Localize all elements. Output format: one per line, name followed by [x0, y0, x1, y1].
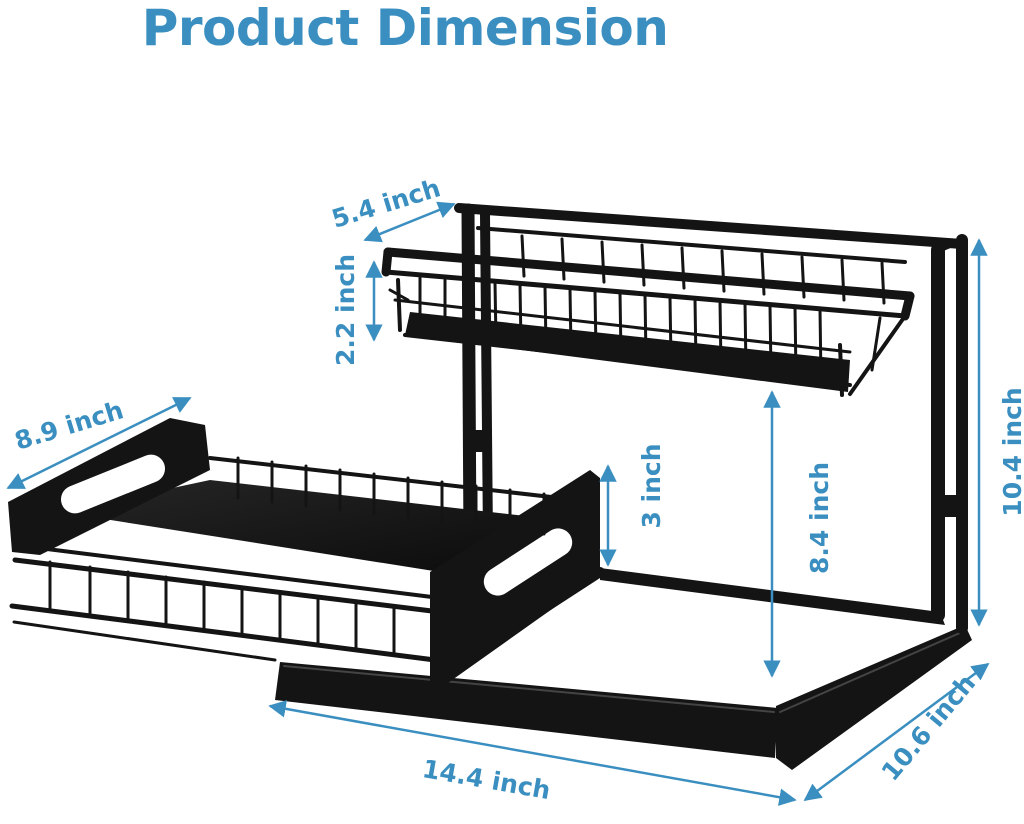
arrow-top-depth: [363, 201, 456, 243]
label-clearance: 8.4 inch: [805, 462, 834, 574]
base-frame: [275, 567, 972, 770]
frame-posts: [454, 203, 968, 634]
upper-basket: [381, 226, 915, 397]
label-total-width: 14.4 inch: [420, 754, 552, 805]
page-title: Product Dimension: [142, 0, 669, 57]
arrow-bottom-depth: [6, 396, 192, 490]
arrow-total-width: [268, 700, 797, 806]
rack-illustration: [8, 203, 972, 770]
label-top-depth: 5.4 inch: [328, 173, 444, 233]
dimension-lines: [6, 201, 990, 806]
label-bottom-height: 3 inch: [637, 443, 666, 528]
label-bottom-depth: 8.9 inch: [11, 395, 127, 455]
arrow-total-depth: [803, 662, 990, 802]
lower-drawer: [8, 418, 600, 685]
label-top-height: 2.2 inch: [331, 254, 360, 366]
label-total-height: 10.4 inch: [998, 387, 1024, 516]
